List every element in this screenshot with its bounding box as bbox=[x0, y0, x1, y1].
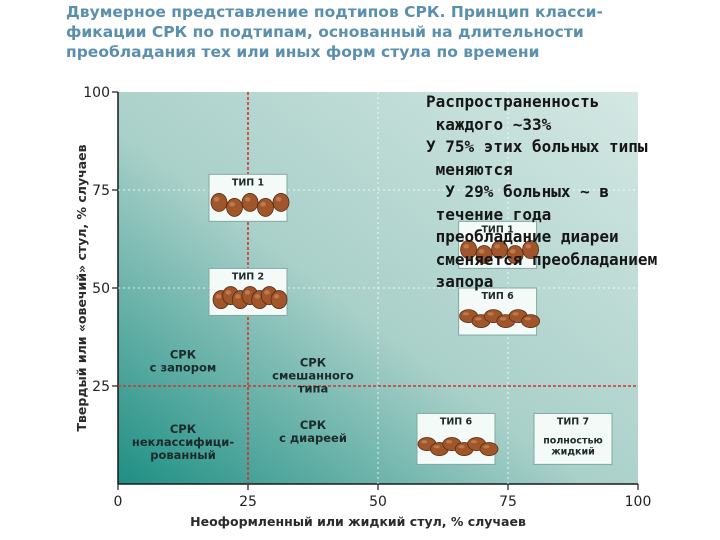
stool-highlight bbox=[225, 290, 231, 295]
y-tick-label: 50 bbox=[92, 281, 110, 297]
stool-highlight bbox=[458, 445, 464, 448]
stool-highlight bbox=[500, 317, 506, 320]
stool-type-box: ТИП 6 bbox=[417, 413, 498, 464]
stool-highlight bbox=[471, 440, 477, 443]
stool-piece bbox=[273, 193, 289, 211]
y-tick-label: 100 bbox=[83, 85, 110, 101]
x-tick-label: 100 bbox=[625, 494, 652, 510]
x-tick-label: 75 bbox=[499, 494, 517, 510]
stool-highlight bbox=[421, 440, 427, 443]
stool-piece bbox=[227, 198, 243, 216]
stool-highlight bbox=[216, 294, 222, 299]
overlay-line: меняются bbox=[426, 159, 718, 182]
stool-highlight bbox=[463, 312, 469, 315]
stool-highlight bbox=[260, 202, 266, 207]
stool-piece bbox=[258, 198, 274, 216]
stool-piece bbox=[211, 193, 227, 211]
overlay-line: сменяется преобладанием bbox=[426, 249, 718, 272]
y-axis-label: Твердый или «овечий» стул, % случаев bbox=[74, 144, 89, 431]
stool-highlight bbox=[229, 202, 235, 207]
stool-highlight bbox=[483, 445, 489, 448]
stool-highlight bbox=[488, 312, 494, 315]
stool-highlight bbox=[475, 317, 481, 320]
stool-highlight bbox=[264, 290, 270, 295]
overlay-line: У 75% этих больных типы bbox=[426, 136, 718, 159]
stool-piece bbox=[480, 443, 498, 456]
stool-highlight bbox=[245, 197, 251, 202]
y-tick-label: 75 bbox=[92, 183, 110, 199]
overlay-line: преобладание диареи bbox=[426, 226, 718, 249]
stool-piece bbox=[242, 193, 258, 211]
stool-type-box: ТИП 1 bbox=[209, 174, 289, 221]
x-tick-label: 0 bbox=[114, 494, 123, 510]
stool-highlight bbox=[274, 294, 280, 299]
stool-highlight bbox=[214, 197, 220, 202]
stool-type-box: ТИП 2 bbox=[209, 268, 287, 315]
stool-highlight bbox=[235, 294, 241, 299]
stool-box-label: ТИП 2 bbox=[232, 271, 264, 282]
x-axis-label: Неоформленный или жидкий стул, % случаев bbox=[190, 514, 526, 529]
stool-piece bbox=[271, 291, 287, 309]
stool-box-label: ТИП 7 bbox=[557, 416, 589, 427]
stool-highlight bbox=[525, 317, 531, 320]
y-tick-label: 25 bbox=[92, 379, 110, 395]
stool-box-label: ТИП 6 bbox=[440, 416, 473, 427]
stool-highlight bbox=[276, 197, 282, 202]
overlay-line: каждого ~33% bbox=[426, 114, 718, 137]
x-tick-label: 50 bbox=[369, 494, 387, 510]
stool-highlight bbox=[434, 445, 440, 448]
overlay-line: Распространенность bbox=[426, 91, 718, 114]
stool-highlight bbox=[254, 294, 260, 299]
overlay-text-block: Распространенность каждого ~33%У 75% эти… bbox=[426, 91, 718, 294]
overlay-line: У 29% больных ~ в bbox=[426, 181, 718, 204]
overlay-line: течение года bbox=[426, 204, 718, 227]
stool-highlight bbox=[446, 440, 452, 443]
stool-type-box: ТИП 6 bbox=[459, 288, 540, 335]
stool-piece bbox=[522, 315, 540, 328]
x-tick-label: 25 bbox=[239, 494, 257, 510]
overlay-line: запора bbox=[426, 271, 718, 294]
stool-box-label: ТИП 1 bbox=[232, 177, 264, 188]
stool-highlight bbox=[512, 312, 518, 315]
stool-highlight bbox=[245, 290, 251, 295]
